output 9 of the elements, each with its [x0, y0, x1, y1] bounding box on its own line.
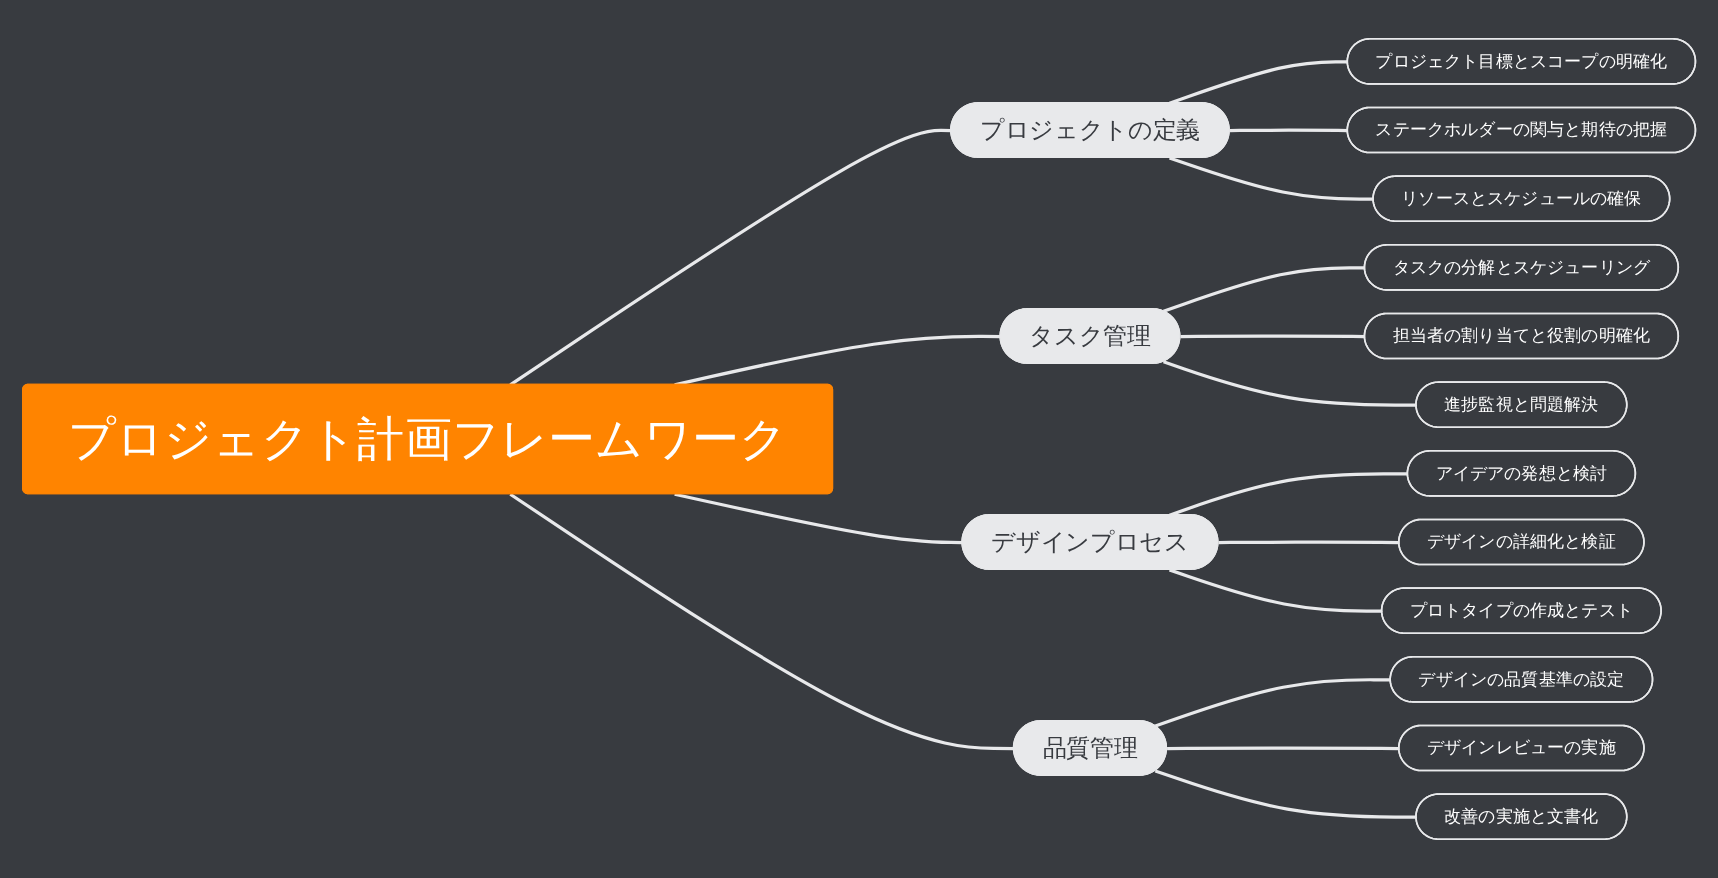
connector	[1167, 746, 1400, 751]
connector	[1218, 540, 1400, 545]
connector	[1169, 156, 1374, 201]
connector	[1229, 128, 1348, 133]
connector	[509, 492, 1014, 751]
connector	[1163, 266, 1365, 313]
connector	[674, 492, 963, 545]
connector	[1180, 334, 1365, 339]
connector	[1154, 678, 1391, 728]
